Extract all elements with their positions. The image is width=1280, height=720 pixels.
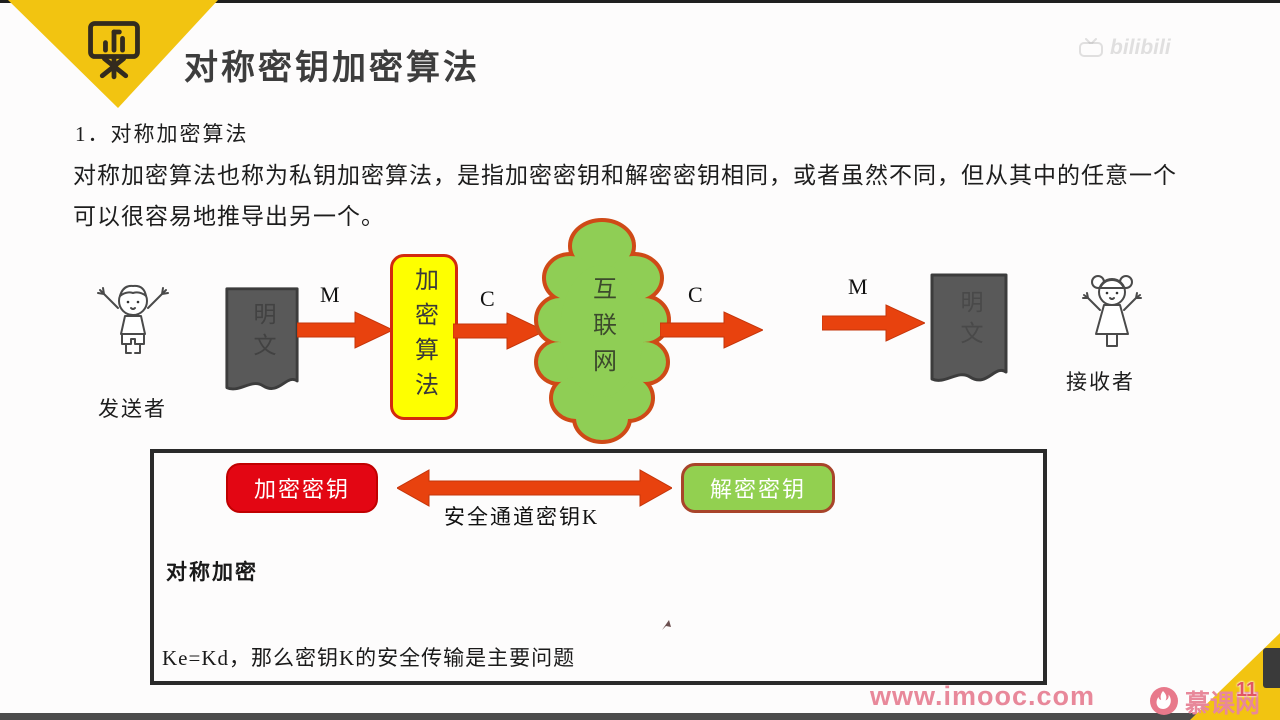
cipher-label-c-left: C bbox=[480, 286, 495, 311]
page-title: 对称密钥加密算法 bbox=[184, 49, 480, 87]
imooc-site-link: www.imooc.com bbox=[870, 681, 1096, 711]
arrow-doc-to-encrypt bbox=[297, 311, 393, 349]
encrypt-key-box: 加密密钥 bbox=[226, 463, 378, 513]
key-exchange-panel: 加密密钥 解密密钥 安全通道密钥K 对称加密 Ke=Kd，那么密钥K的安全传输是… bbox=[150, 449, 1047, 685]
decrypt-key-label: 解密密钥 bbox=[709, 477, 806, 502]
bilibili-watermark: bilibili bbox=[1078, 36, 1171, 60]
symmetric-caption: 对称加密 bbox=[166, 560, 258, 584]
plaintext-doc-right-text: 明文 bbox=[957, 290, 982, 352]
encrypt-algorithm-label: 加密算法 bbox=[410, 267, 437, 407]
plaintext-doc-left: 明文 bbox=[224, 284, 300, 407]
arrow-cloud-to-receiver-side bbox=[660, 311, 763, 349]
sender-figure bbox=[97, 284, 169, 354]
internet-cloud: 互联网 bbox=[532, 216, 672, 453]
imooc-brand-text: 慕课网 bbox=[1185, 690, 1261, 718]
plaintext-doc-left-text: 明文 bbox=[250, 302, 275, 364]
paragraph-line-1: 对称加密算法也称为私钥加密算法，是指加密密钥和解密密钥相同，或者虽然不同，但从其… bbox=[73, 163, 1177, 188]
pointer-cursor-mark bbox=[662, 620, 671, 630]
arrow-to-plaintext-right bbox=[822, 304, 925, 342]
message-label-m-left: M bbox=[320, 282, 340, 307]
encrypt-algorithm-box: 加密算法 bbox=[390, 254, 458, 420]
sender-label: 发送者 bbox=[98, 397, 167, 421]
bottom-edge-bar bbox=[0, 713, 1280, 720]
encrypt-key-label: 加密密钥 bbox=[253, 477, 350, 502]
plaintext-doc-right: 明文 bbox=[928, 272, 1010, 397]
top-edge-bar bbox=[0, 0, 1280, 3]
decrypt-key-box: 解密密钥 bbox=[681, 463, 835, 513]
key-transport-note: Ke=Kd，那么密钥K的安全传输是主要问题 bbox=[162, 646, 576, 670]
receiver-figure bbox=[1082, 275, 1142, 347]
secure-channel-double-arrow bbox=[397, 469, 672, 507]
presentation-board-icon bbox=[88, 21, 140, 80]
secure-channel-label: 安全通道密钥K bbox=[444, 505, 600, 529]
bilibili-wordmark: bilibili bbox=[1110, 36, 1171, 59]
internet-cloud-label: 互联网 bbox=[588, 276, 615, 384]
paragraph-line-2: 可以很容易地推导出另一个。 bbox=[73, 204, 385, 229]
receiver-label: 接收者 bbox=[1066, 370, 1135, 394]
section-heading: 1．对称加密算法 bbox=[75, 122, 249, 146]
side-edge-tab bbox=[1263, 648, 1280, 688]
message-label-m-right: M bbox=[848, 274, 868, 299]
cipher-label-c-right: C bbox=[688, 282, 703, 307]
imooc-flame-logo-icon bbox=[1150, 687, 1178, 715]
bilibili-tv-icon bbox=[1079, 38, 1103, 57]
arrow-encrypt-to-cloud bbox=[453, 312, 545, 350]
page-number: 11 bbox=[1236, 679, 1258, 701]
